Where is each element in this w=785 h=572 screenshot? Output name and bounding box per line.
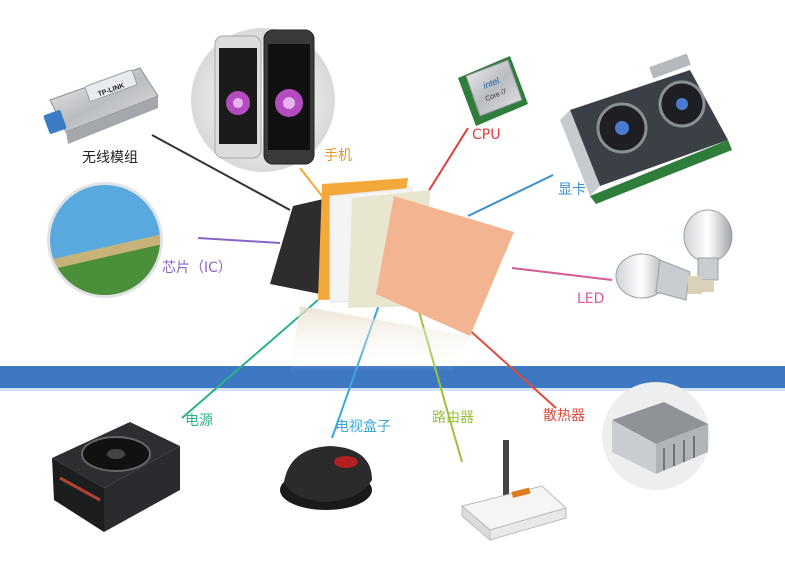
line-gpu <box>467 174 554 217</box>
graphics-card-icon <box>560 53 732 204</box>
line-cpu <box>427 127 469 193</box>
line-led <box>511 267 613 281</box>
line-phone <box>299 167 323 197</box>
label-tvbox: 电视盒子 <box>335 419 391 435</box>
power-supply-icon <box>52 422 180 532</box>
sfp-module-icon: TP-LINK <box>43 67 159 144</box>
led-bulbs-icon <box>615 209 733 301</box>
line-psu <box>181 299 319 419</box>
thermal-pad-roll-icon <box>47 182 163 298</box>
pad-peach <box>376 196 514 336</box>
label-chip: 芯片（IC） <box>162 260 232 276</box>
label-module: 无线模组 <box>82 150 138 166</box>
line-heatsink <box>455 317 557 409</box>
smartphones-icon <box>191 28 335 172</box>
line-chip <box>197 237 281 244</box>
heatsink-icon <box>602 382 710 490</box>
label-psu: 电源 <box>185 413 213 429</box>
tv-box-icon <box>280 446 372 510</box>
blue-band <box>0 366 785 391</box>
label-gpu: 显卡 <box>558 182 586 198</box>
label-heatsink: 散热器 <box>543 408 585 424</box>
label-router: 路由器 <box>432 410 474 426</box>
wifi-router-icon <box>460 440 567 542</box>
line-module <box>151 134 291 211</box>
label-phone: 手机 <box>324 148 352 164</box>
label-cpu: CPU <box>472 127 501 143</box>
pad-reflection <box>290 306 470 372</box>
thermal-pads <box>270 178 514 372</box>
cpu-chip-icon: intel Core i7 <box>458 56 528 126</box>
label-led: LED <box>577 291 605 307</box>
